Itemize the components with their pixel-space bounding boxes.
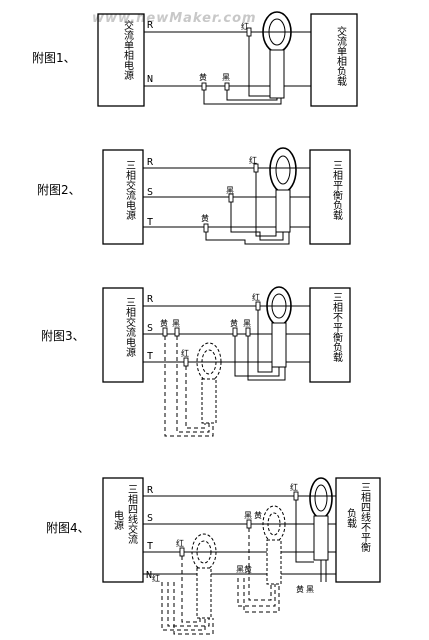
figure-4-black-t-label: 黑 xyxy=(236,565,244,574)
figure-4-black-n-label: 黑 xyxy=(306,585,314,594)
figure-4-clamp-handle-s xyxy=(266,539,282,585)
figure-2-phase-t: T xyxy=(147,217,153,228)
figure-4-label: 附图4、 xyxy=(46,521,90,535)
watermark: www.newMaker.com xyxy=(92,11,257,26)
figure-4-phase-s: S xyxy=(147,513,153,524)
figure-1-yellow-label: 黄 xyxy=(199,72,207,82)
figure-1-red-label: 红 xyxy=(241,21,249,31)
figure-2-clamp-handle xyxy=(275,189,291,233)
figure-4: 附图4、 三相四线交流 电源 三相四线不平衡 负载 R S T N 红 黑 黄 … xyxy=(46,477,381,635)
figure-2-current-clamp xyxy=(269,147,297,193)
figure-3-phase-r: R xyxy=(147,294,154,305)
figure-3-load-label: 三相不平衡负载 xyxy=(331,292,343,363)
figure-4-red-s-label: 红 xyxy=(152,573,160,583)
figure-4-current-clamp-r xyxy=(309,477,333,519)
figure-4-clamp-handle-t xyxy=(196,567,212,619)
figure-3-clamp-handle-solid xyxy=(271,322,287,368)
figure-4-black-s-label: 黑 xyxy=(244,511,252,520)
figure-3-yellow2-label: 黄 xyxy=(230,318,238,328)
figure-2-label: 附图2、 xyxy=(37,183,81,197)
figure-3-black-label: 黑 xyxy=(172,319,180,328)
figure-3-source-box xyxy=(102,287,144,383)
figure-4-load-box xyxy=(335,477,381,583)
figure-4-load-label-line2: 负载 xyxy=(345,507,357,529)
figure-1-label: 附图1、 xyxy=(32,51,76,65)
figure-1: 附图1、 交流单相电源 交流单相负载 R N 红 黄 黑 xyxy=(32,11,358,107)
figure-1-black-label: 黑 xyxy=(222,73,230,82)
figure-4-red-t-label: 红 xyxy=(176,538,184,548)
figure-1-source-label: 交流单相电源 xyxy=(122,19,134,81)
figure-3-source-label: 三相交流电源 xyxy=(124,297,136,358)
figure-4-yellow-n-label: 黄 xyxy=(296,584,304,594)
figure-1-phase-r: R xyxy=(147,20,154,31)
figure-1-source-box xyxy=(97,13,145,107)
figure-2-black-label: 黑 xyxy=(226,186,234,195)
figure-4-phase-n: N xyxy=(146,570,152,581)
figure-4-source-label-line2: 电源 xyxy=(112,509,124,531)
figure-3-yellow-label: 黄 xyxy=(160,318,168,328)
figure-4-phase-r: R xyxy=(147,485,154,496)
figure-3-phase-t: T xyxy=(147,351,153,362)
figure-3: 附图3、 三相交流电源 三相不平衡负载 R S T 红 黄 黑 红 黄 黑 xyxy=(41,286,351,437)
figure-4-yellow-t-label: 黄 xyxy=(244,564,252,574)
figure-1-clamp-handle xyxy=(269,49,285,99)
figure-2-phase-r: R xyxy=(147,157,154,168)
figure-4-yellow-s-label: 黄 xyxy=(254,510,262,520)
figure-4-clamp-handle-r xyxy=(313,515,329,561)
figure-2-source-label: 三相交流电源 xyxy=(124,160,136,221)
figure-1-phase-n: N xyxy=(147,74,153,85)
figure-3-label: 附图3、 xyxy=(41,329,85,343)
figure-4-source-box xyxy=(102,477,144,583)
figure-4-load-label-line1: 三相四线不平衡 xyxy=(359,482,371,553)
figure-3-red2-label: 红 xyxy=(181,348,189,358)
figure-2-red-label: 红 xyxy=(249,155,257,165)
figure-3-black2-label: 黑 xyxy=(243,319,251,328)
figure-2-phase-s: S xyxy=(147,187,153,198)
figure-4-source-label-line1: 三相四线交流 xyxy=(126,484,138,545)
figure-2-yellow-label: 黄 xyxy=(201,213,209,223)
figure-3-phase-s: S xyxy=(147,323,153,334)
figure-1-load-label: 交流单相负载 xyxy=(335,25,347,87)
figure-2: 附图2、 三相交流电源 三相平衡负载 R S T 红 黑 黄 xyxy=(37,147,351,245)
figure-1-load-box xyxy=(310,13,358,107)
figure-4-current-clamp-t xyxy=(191,533,217,571)
figure-2-load-label: 三相平衡负载 xyxy=(331,160,343,221)
figure-4-red-r-label: 红 xyxy=(290,482,298,492)
figure-3-current-clamp-dashed xyxy=(196,342,222,382)
figure-3-clamp-handle-dashed xyxy=(201,378,217,424)
figure-3-red-label: 红 xyxy=(252,292,260,302)
figure-3-load-box xyxy=(309,287,351,383)
figure-4-phase-t: T xyxy=(147,541,153,552)
